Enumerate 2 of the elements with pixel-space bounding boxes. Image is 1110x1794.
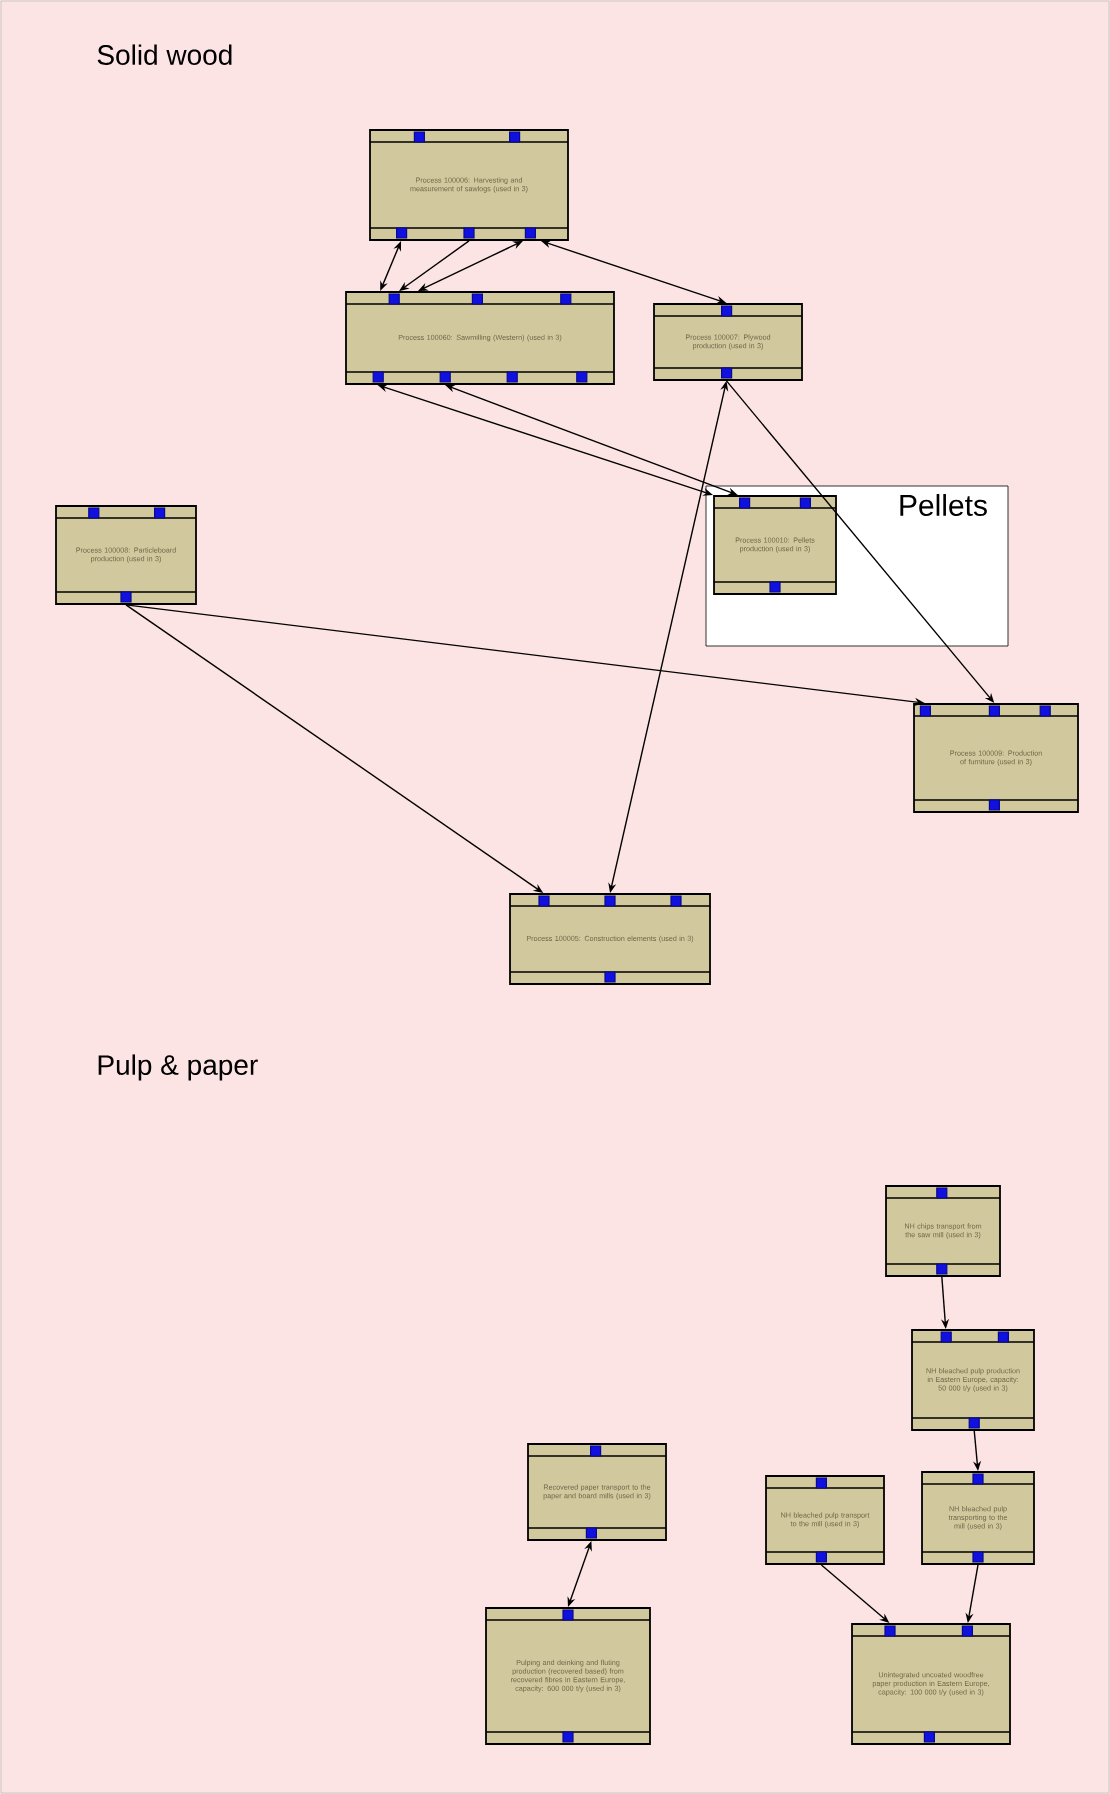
- section-heading: Solid wood: [97, 44, 232, 65]
- section-heading: Pulp & paper: [98, 1054, 258, 1081]
